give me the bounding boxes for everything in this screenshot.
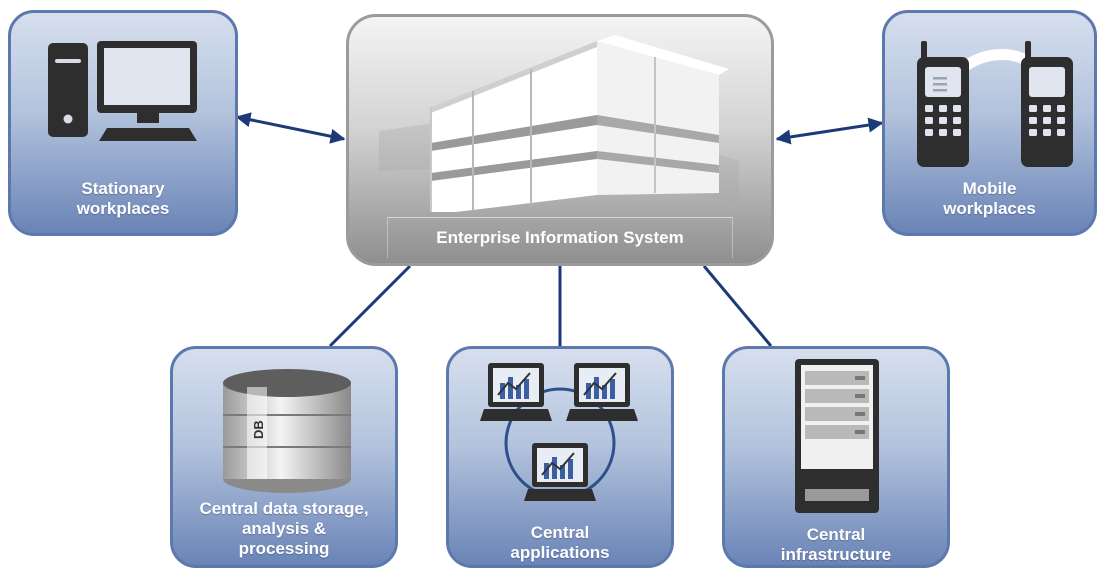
office-building-icon bbox=[379, 35, 739, 212]
infrastructure-connector bbox=[702, 265, 773, 347]
enterprise-information-system-label: Enterprise Information System bbox=[387, 217, 733, 258]
stationary-connector bbox=[235, 112, 346, 144]
data-storage-connector bbox=[328, 264, 412, 348]
db-label: DB bbox=[251, 420, 266, 439]
stationary-workplaces-label: Stationary workplaces bbox=[76, 179, 170, 218]
mobile-workplaces-node: Mobile workplaces bbox=[882, 10, 1097, 236]
central-data-storage-label: Central data storage, analysis & process… bbox=[199, 499, 369, 558]
mobile-phones-icon bbox=[917, 41, 1073, 167]
database-icon: DB bbox=[223, 369, 351, 493]
enterprise-information-system-node: Enterprise Information System bbox=[346, 14, 774, 266]
central-applications-node: Central applications bbox=[446, 346, 674, 568]
server-rack-icon bbox=[795, 359, 879, 513]
desktop-computer-icon bbox=[48, 41, 197, 141]
central-infrastructure-label: Central infrastructure bbox=[780, 525, 892, 564]
central-applications-label: Central applications bbox=[510, 523, 610, 562]
laptops-network-icon bbox=[480, 363, 638, 501]
stationary-workplaces-node: Stationary workplaces bbox=[8, 10, 238, 236]
mobile-workplaces-label: Mobile workplaces bbox=[943, 179, 1036, 218]
central-infrastructure-node: Central infrastructure bbox=[722, 346, 950, 568]
mobile-connector bbox=[775, 117, 884, 145]
central-data-storage-node: DB Central data storage, analysis & proc… bbox=[170, 346, 398, 568]
